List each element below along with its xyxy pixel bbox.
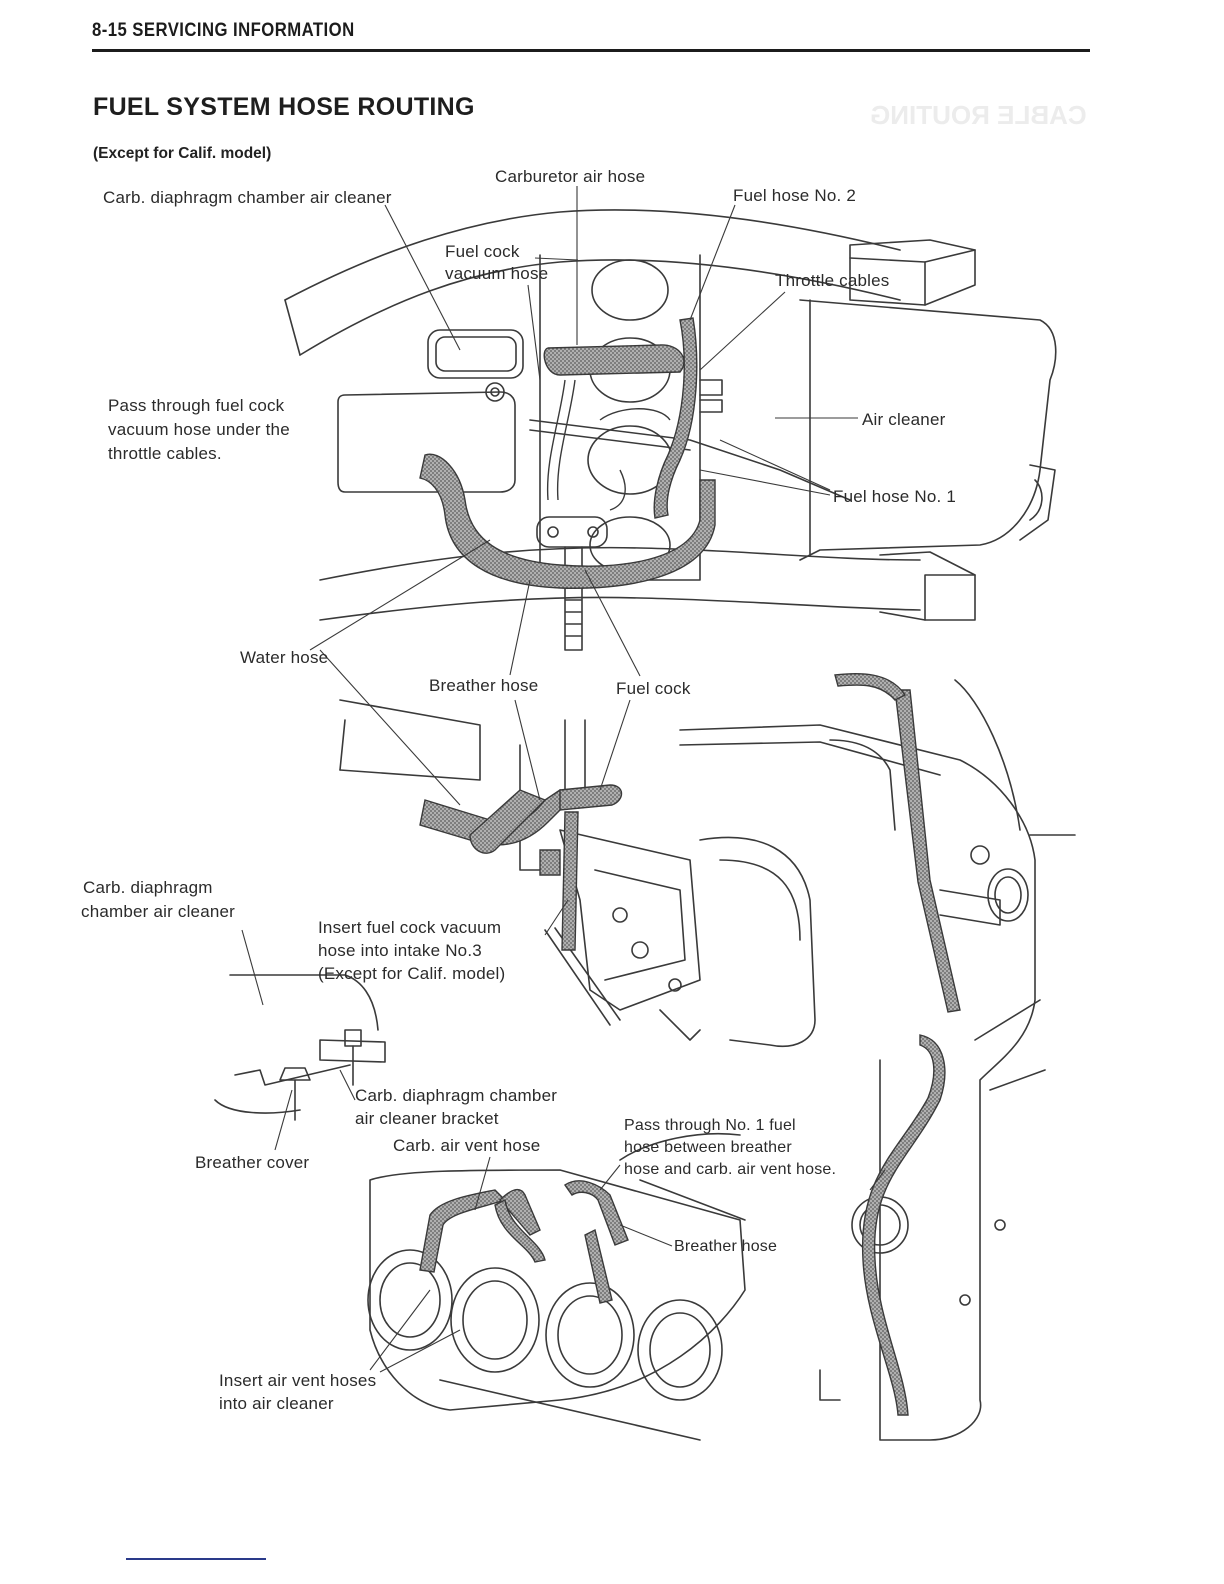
label-pass-through-line2: vacuum hose under the — [108, 420, 290, 439]
leader-throttle-cables — [699, 291, 786, 371]
label-insert-air-vent-line1: Insert air vent hoses — [219, 1371, 377, 1390]
label-insert-vacuum-line3: (Except for Calif. model) — [318, 964, 506, 983]
leader-fuel-cock-vacuum — [527, 257, 579, 381]
header-rule — [92, 49, 1090, 52]
label-insert-vacuum-line2: hose into intake No.3 — [318, 941, 482, 960]
frame-rail-box-top — [849, 239, 976, 306]
air-cleaner-duct — [369, 1169, 746, 1411]
leader-diaphragm-lower — [241, 929, 264, 1006]
label-insert-air-vent-line2: into air cleaner — [219, 1394, 334, 1413]
fuel-hose-no1-lower — [894, 689, 961, 1013]
label-pass-no1-line2: hose between breather — [624, 1139, 792, 1156]
leader-pass-no1 — [599, 1164, 621, 1191]
leader-fuel-hose-no1 — [699, 439, 831, 496]
leader-breather-hose-top — [509, 579, 541, 801]
intake-boot-2 — [450, 1267, 540, 1373]
leader-insert-air-vent — [369, 1289, 461, 1373]
fuel-hose-no2-upper — [653, 317, 698, 519]
label-carb-diaphragm-lower-line2: chamber air cleaner — [81, 902, 236, 921]
leader-water-hose — [309, 539, 491, 806]
label-carb-diaphragm-lower-line1: Carb. diaphragm — [83, 878, 213, 897]
label-bracket-line1: Carb. diaphragm chamber — [355, 1086, 558, 1105]
frame-rail-upper — [284, 209, 901, 301]
diaphragm-air-cleaner-upper — [427, 329, 524, 379]
section-header: 8-15 SERVICING INFORMATION — [92, 20, 355, 41]
label-breather-cover: Breather cover — [195, 1153, 310, 1172]
label-water-hose: Water hose — [240, 648, 329, 667]
leader-insert-vacuum — [544, 899, 569, 936]
label-air-cleaner: Air cleaner — [862, 410, 946, 429]
frame-side — [679, 724, 1036, 1441]
label-breather-hose-bottom: Breather hose — [674, 1238, 778, 1255]
label-insert-vacuum-line1: Insert fuel cock vacuum — [318, 918, 502, 937]
label-fuel-cock: Fuel cock — [616, 679, 691, 698]
leader-diaphragm-top — [384, 204, 461, 351]
vacuum-hose-lower — [561, 811, 579, 951]
carburetors-upper — [539, 254, 701, 581]
air-vent-hose-right — [564, 1180, 629, 1246]
carburetor-lower — [559, 829, 701, 1011]
carburetor-air-hose-upper — [543, 344, 685, 376]
leader-bracket — [339, 1069, 356, 1101]
label-breather-hose-top: Breather hose — [429, 676, 539, 695]
label-fuel-cock-vacuum-hose-line1: Fuel cock — [445, 242, 520, 261]
label-carb-diaphragm-air-cleaner: Carb. diaphragm chamber air cleaner — [103, 188, 392, 207]
label-throttle-cables: Throttle cables — [775, 271, 890, 290]
diaphragm-bracket — [229, 974, 379, 1031]
frame-rail-lower — [319, 546, 921, 581]
leader-fuel-hose-no2 — [689, 204, 736, 321]
breather-hose-lower — [559, 784, 623, 811]
fuel-cock-upper — [536, 516, 608, 548]
fuel-cock-lower — [519, 744, 546, 871]
leader-breather-cover — [274, 1089, 293, 1151]
intake-boot-3 — [545, 1282, 635, 1388]
page-subtitle: (Except for Calif. model) — [93, 145, 272, 162]
left-cover — [337, 391, 516, 493]
air-cleaner-box — [799, 299, 1057, 561]
label-carburetor-air-hose: Carburetor air hose — [495, 167, 646, 186]
leader-air-vent-hose — [474, 1156, 491, 1211]
label-fuel-hose-no1: Fuel hose No. 1 — [833, 487, 957, 506]
frame-rail-box-bottom — [879, 551, 976, 621]
leader-fuel-cock — [584, 569, 641, 791]
label-pass-no1-line3: hose and carb. air vent hose. — [624, 1161, 837, 1178]
label-pass-through-line1: Pass through fuel cock — [108, 396, 285, 415]
water-hose-upper — [419, 453, 716, 589]
label-pass-no1-line1: Pass through No. 1 fuel — [624, 1117, 796, 1134]
leader-breather-hose-bottom — [619, 1224, 673, 1247]
throttle-cables — [529, 419, 851, 501]
label-fuel-cock-vacuum-hose-line2: vacuum hose — [445, 264, 549, 283]
label-pass-through-line3: throttle cables. — [108, 444, 222, 463]
footer-rule — [126, 1558, 266, 1560]
intake-boot-4 — [637, 1299, 723, 1401]
air-vent-hose-left — [419, 1189, 507, 1273]
intake-boot-1 — [367, 1249, 453, 1351]
label-carb-air-vent-hose: Carb. air vent hose — [393, 1136, 541, 1155]
label-bracket-line2: air cleaner bracket — [355, 1109, 499, 1128]
page-title: FUEL SYSTEM HOSE ROUTING — [93, 93, 475, 121]
label-fuel-hose-no2: Fuel hose No. 2 — [733, 186, 857, 205]
